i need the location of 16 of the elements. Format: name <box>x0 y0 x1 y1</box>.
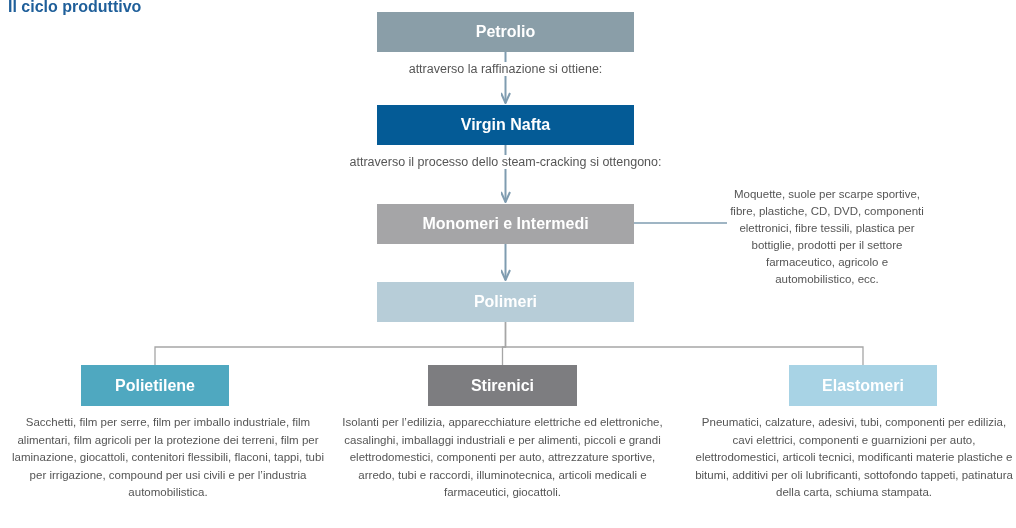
process-box: Virgin Nafta <box>377 105 634 145</box>
diagram-title: Il ciclo produttivo <box>8 0 142 16</box>
arrow <box>500 243 511 281</box>
connector-line <box>504 321 864 366</box>
process-box: Elastomeri <box>789 365 937 406</box>
description-text: Isolanti per l’edilizia, apparecchiature elettriche ed elettroniche, casalinghi, imballaggi industriali e per alimenti, piccoli e grandi elettrodomestici, componenti per auto, attrezzature sportive, arredo, tubi e raccordi, illuminotecnica, articoli medicali e farmaceutici, giocattoli. <box>341 415 664 500</box>
description-text: Pneumatici, calzature, adesivi, tubi, componenti per edilizia, cavi elettrici, componenti e guarnizioni per auto, elettrodomestici, articoli tecnici, modificanti materie plastiche e bitumi, additivi per oli lubrificanti, sottofondo tappeti, patinatura della carta, schiuma stampata. <box>694 415 1014 500</box>
connector-line <box>633 222 728 224</box>
arrow <box>500 144 511 203</box>
process-box: Polimeri <box>377 282 634 322</box>
description-text: Sacchetti, film per serre, film per imballo industriale, film alimentari, film agricoli per la protezione dei terreni, film per laminazione, giocattoli, contenitori flessibili, flaconi, tappi, tubi per irrigazione, compound per usi civili e per l’industria automobilistica. <box>11 415 325 500</box>
description-text: Moquette, suole per scarpe sportive, fibre, plastiche, CD, DVD, componenti elettronici, fibre tessili, plastica per bottiglie, prodotti per il settore farmaceutico, agricolo e automobilistico, ecc. <box>727 172 927 302</box>
process-box: Petrolio <box>377 12 634 52</box>
process-box: Stirenici <box>428 365 577 406</box>
process-box: Monomeri e Intermedi <box>377 204 634 244</box>
process-box: Polietilene <box>81 365 229 406</box>
